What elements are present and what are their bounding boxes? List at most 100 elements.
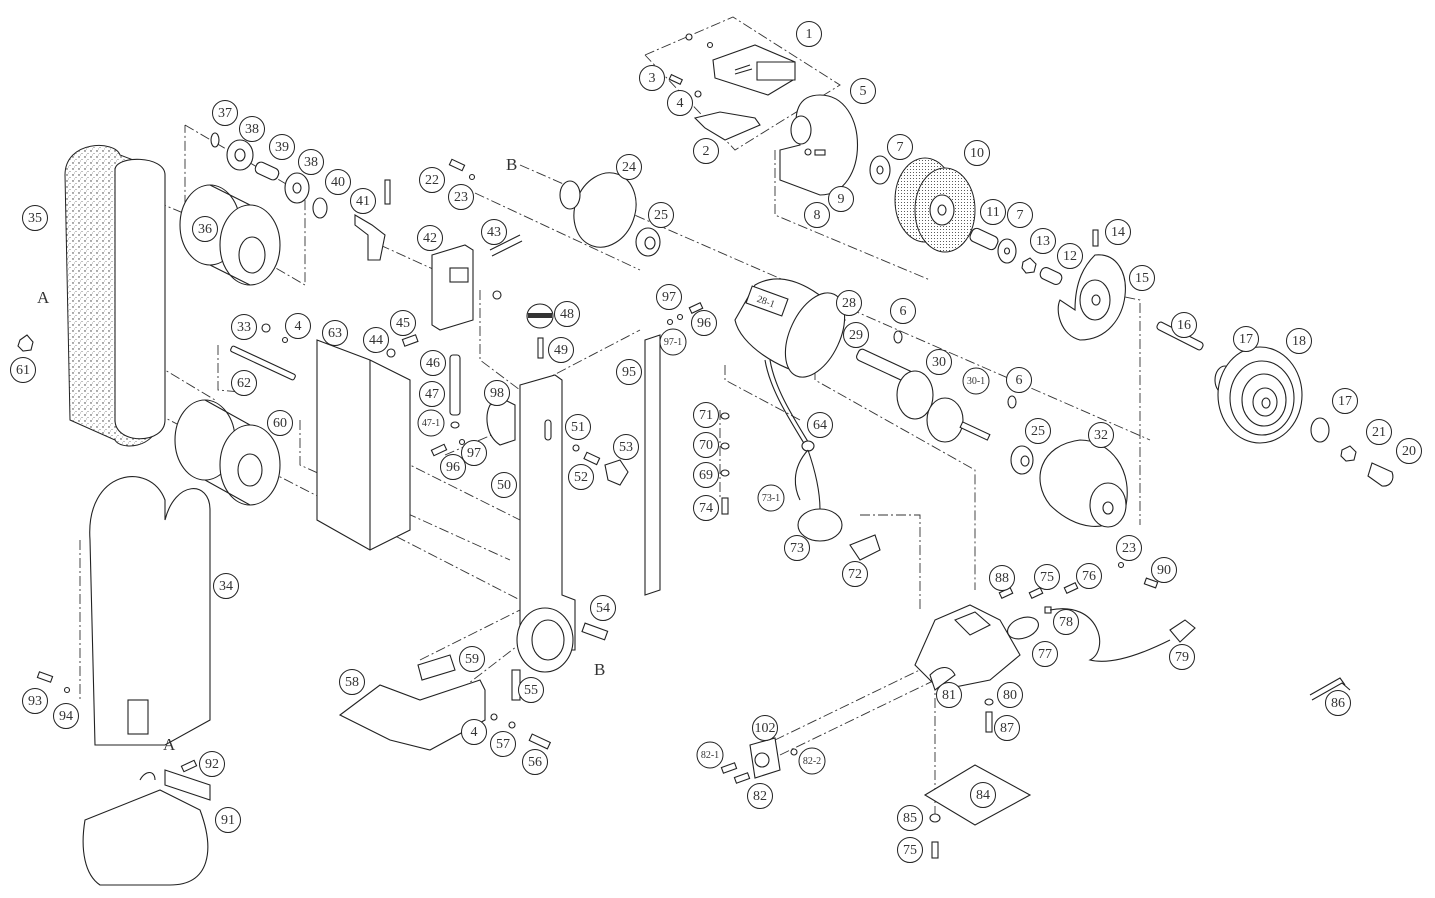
callout-circle — [1396, 438, 1422, 464]
callout-part-24: 24 — [616, 154, 642, 180]
callout-circle — [53, 703, 79, 729]
callout-part-61: 61 — [10, 357, 36, 383]
callout-label: 9 — [838, 192, 845, 207]
callout-circle — [1105, 219, 1131, 245]
callout-part-81: 81 — [936, 682, 962, 708]
callout-part-16: 16 — [1171, 312, 1197, 338]
callout-part-25: 25 — [648, 202, 674, 228]
callout-part-15: 15 — [1129, 265, 1155, 291]
callout-part-51: 51 — [565, 414, 591, 440]
callout-part-25: 25 — [1025, 418, 1051, 444]
callout-circle — [828, 186, 854, 212]
callout-part-96: 96 — [691, 310, 717, 336]
callout-circle — [1233, 326, 1259, 352]
callout-circle — [1032, 641, 1058, 667]
callout-circle — [696, 741, 724, 769]
callout-circle — [656, 284, 682, 310]
callout-label: 77 — [1038, 647, 1052, 662]
callout-label: 78 — [1059, 615, 1073, 630]
callout-circle — [461, 440, 487, 466]
callout-circle — [192, 216, 218, 242]
callout-part-10: 10 — [964, 140, 990, 166]
callout-label: 30 — [932, 355, 946, 370]
callout-part-82-2: 82-2 — [798, 747, 826, 775]
callout-label: 34 — [219, 579, 233, 594]
callout-part-7: 7 — [1007, 202, 1033, 228]
callout-part-7: 7 — [887, 134, 913, 160]
callout-part-4: 4 — [667, 90, 693, 116]
callout-circle — [836, 290, 862, 316]
callout-label: 73-1 — [762, 493, 780, 504]
callout-circle — [807, 412, 833, 438]
callout-part-85: 85 — [897, 805, 923, 831]
callout-part-13: 13 — [1030, 228, 1056, 254]
callout-label: 54 — [596, 601, 610, 616]
callout-part-72: 72 — [842, 561, 868, 587]
callout-circle — [269, 134, 295, 160]
callout-part-53: 53 — [613, 434, 639, 460]
part-shapes: 28-1 — [17, 33, 1394, 886]
callout-label: 97 — [467, 446, 481, 461]
ref-letter-a-left: A — [37, 288, 50, 307]
callout-label: 98 — [490, 386, 504, 401]
callout-part-29: 29 — [843, 322, 869, 348]
callout-part-11: 11 — [980, 199, 1006, 225]
callout-part-93: 93 — [22, 688, 48, 714]
callout-label: 38 — [245, 122, 259, 137]
callout-label: 94 — [59, 709, 73, 724]
callout-label: 46 — [426, 356, 440, 371]
callout-circle — [1151, 557, 1177, 583]
callout-circle — [997, 682, 1023, 708]
callout-label: 95 — [622, 365, 636, 380]
callout-part-2: 2 — [693, 138, 719, 164]
callout-circle — [590, 595, 616, 621]
callout-label: 12 — [1063, 249, 1077, 264]
callout-part-75: 75 — [897, 837, 923, 863]
callout-label: 23 — [1122, 541, 1136, 556]
callout-part-39: 39 — [269, 134, 295, 160]
callout-label: 72 — [848, 567, 862, 582]
callout-part-73: 73 — [784, 535, 810, 561]
callout-circle — [1325, 690, 1351, 716]
callout-label: 96 — [446, 460, 460, 475]
callout-circle — [1057, 243, 1083, 269]
callout-part-23: 23 — [1116, 535, 1142, 561]
callout-part-22: 22 — [419, 167, 445, 193]
callout-circle — [798, 747, 826, 775]
callout-label: 51 — [571, 420, 585, 435]
callout-part-97-1: 97-1 — [659, 328, 687, 356]
callout-part-12: 12 — [1057, 243, 1083, 269]
callout-label: 82-1 — [701, 750, 719, 761]
callout-part-23: 23 — [448, 184, 474, 210]
callout-circle — [419, 381, 445, 407]
callout-part-43: 43 — [481, 219, 507, 245]
callout-part-47-1: 47-1 — [417, 409, 445, 437]
callout-part-78: 78 — [1053, 609, 1079, 635]
callout-label: 76 — [1082, 569, 1096, 584]
callout-circle — [936, 682, 962, 708]
callout-circle — [1366, 419, 1392, 445]
callout-label: 6 — [1016, 373, 1023, 388]
callout-circle — [964, 140, 990, 166]
callout-circle — [363, 327, 389, 353]
callout-label: 90 — [1157, 563, 1171, 578]
callout-label: 5 — [860, 84, 867, 99]
callout-part-41: 41 — [350, 188, 376, 214]
callout-label: 74 — [699, 501, 713, 516]
callout-part-42: 42 — [417, 225, 443, 251]
callout-circle — [565, 414, 591, 440]
callout-part-76: 76 — [1076, 563, 1102, 589]
callout-part-79: 79 — [1169, 644, 1195, 670]
callout-label: 63 — [328, 326, 342, 341]
callout-part-17: 17 — [1332, 388, 1358, 414]
callout-label: 4 — [471, 725, 478, 740]
callout-label: 75 — [903, 843, 917, 858]
callout-label: 47-1 — [422, 418, 440, 429]
callout-label: 82-2 — [803, 756, 821, 767]
callout-part-86: 86 — [1325, 690, 1351, 716]
callout-circle — [448, 184, 474, 210]
ref-letter-b-bottom: B — [594, 660, 605, 679]
callout-circle — [417, 225, 443, 251]
callout-part-52: 52 — [568, 464, 594, 490]
callout-label: 41 — [356, 194, 370, 209]
